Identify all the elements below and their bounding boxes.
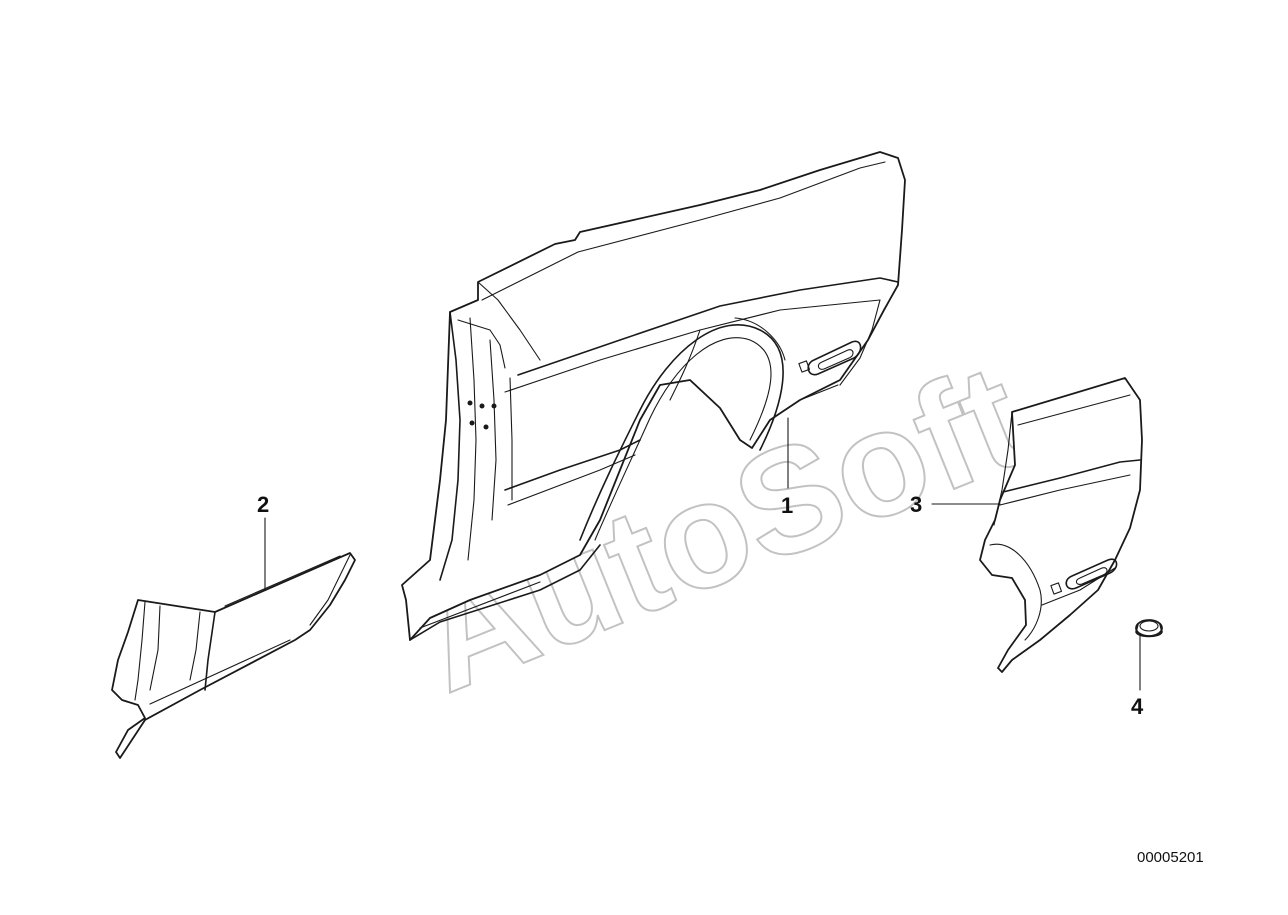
part-3-quarter-section[interactable] — [979, 377, 1143, 673]
callout-1[interactable]: 1 — [781, 493, 793, 518]
callout-4[interactable]: 4 — [1131, 694, 1144, 719]
part-1-side-panel[interactable] — [401, 151, 906, 641]
pillar-holes — [467, 400, 497, 430]
callout-3[interactable]: 3 — [910, 492, 922, 517]
part-2-sill-section[interactable] — [111, 552, 356, 759]
callout-2[interactable]: 2 — [257, 492, 269, 517]
diagram-id: 00005201 — [1137, 849, 1204, 866]
part-4-plug[interactable] — [1135, 619, 1163, 638]
